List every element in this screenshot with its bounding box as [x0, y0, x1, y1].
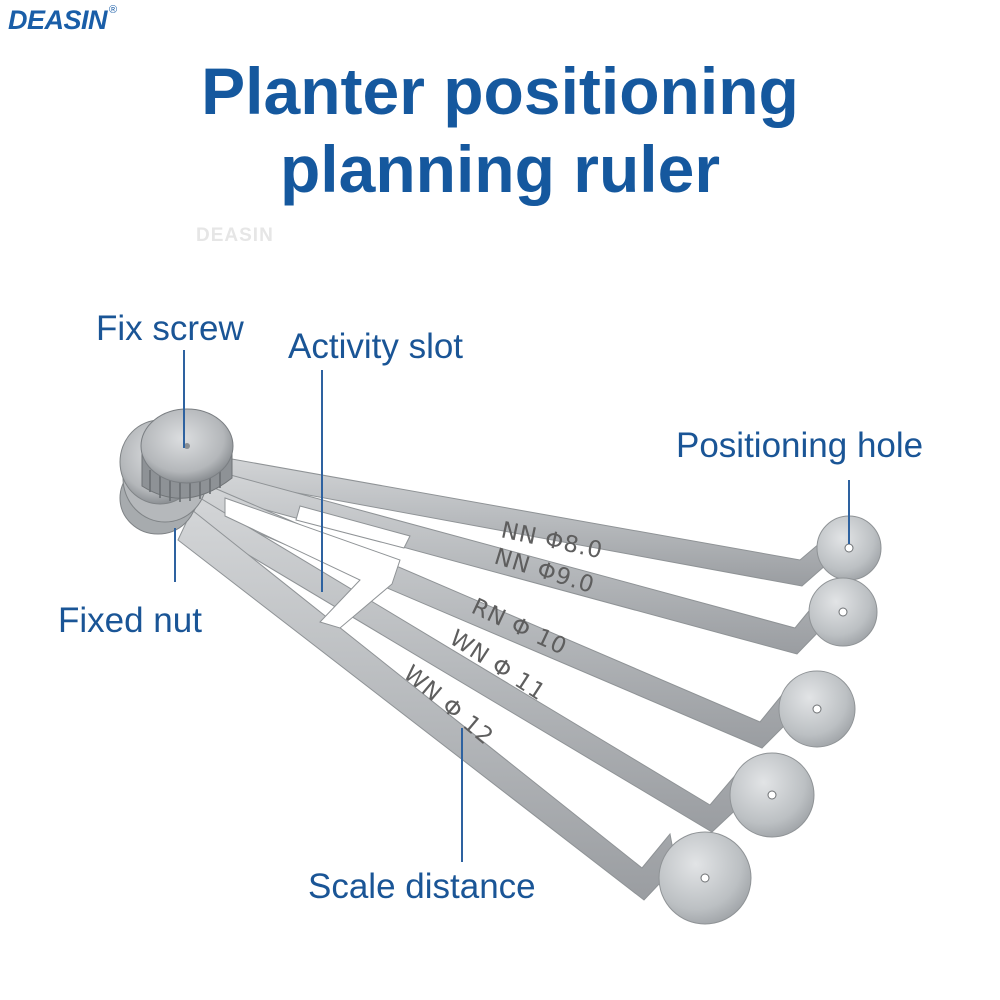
registered-mark: ®	[109, 4, 117, 16]
label-activity-slot: Activity slot	[288, 327, 464, 366]
activity-slot-cutout	[224, 497, 401, 629]
label-scale-distance: Scale distance	[308, 867, 536, 906]
label-fixed-nut: Fixed nut	[58, 601, 202, 640]
ruler-blade-wn-11	[189, 497, 815, 838]
slot-gap	[295, 505, 411, 549]
leader-lines	[174, 350, 850, 862]
label-positioning-hole: Positioning hole	[676, 426, 924, 465]
ruler-blade-nn-9	[199, 469, 878, 655]
title-line-2: planning ruler	[279, 132, 721, 206]
ruler-blade-wn-12	[177, 509, 752, 925]
brand-name: DEASIN	[8, 5, 108, 35]
fix-screw	[140, 408, 234, 502]
watermark: DEASIN	[196, 225, 274, 246]
brand-logo: DEASIN®	[8, 4, 117, 36]
title-line-1: Planter positioning	[201, 54, 799, 128]
label-fix-screw: Fix screw	[96, 309, 244, 348]
page-title: Planter positioning planning ruler	[0, 52, 1000, 208]
